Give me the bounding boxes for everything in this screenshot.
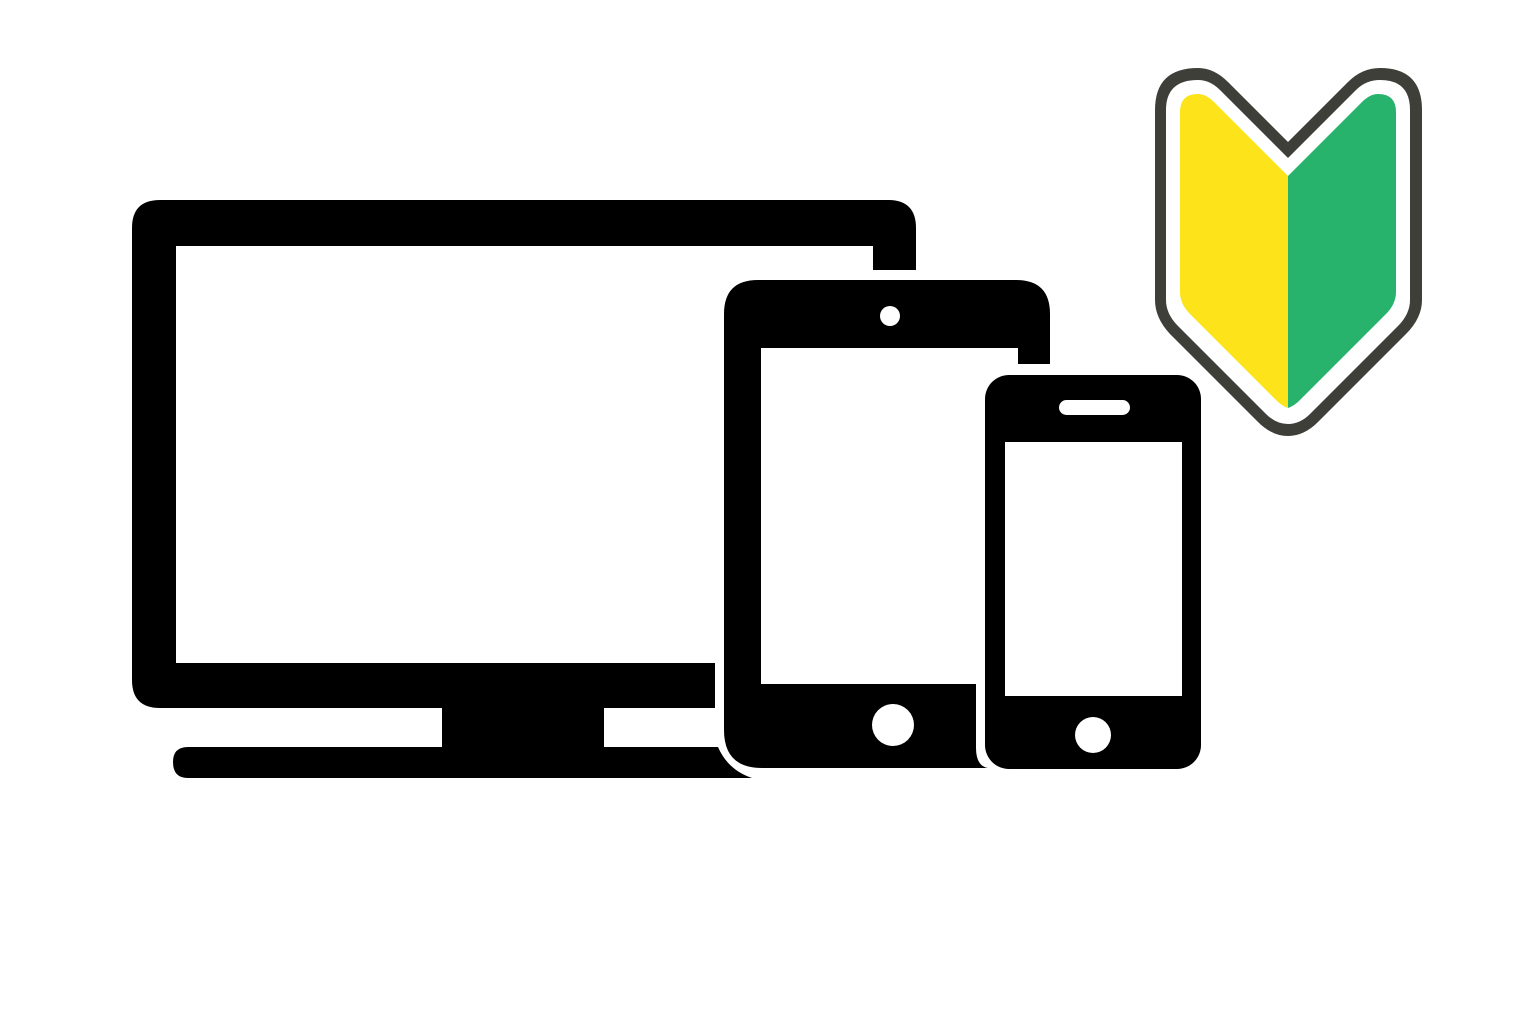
- desktop-monitor-icon: [132, 200, 916, 778]
- tablet-body: [724, 280, 1050, 768]
- beginner-driver-mark-icon: [1155, 68, 1422, 436]
- monitor-stand-neck: [442, 700, 604, 750]
- mark-yellow-half: [1180, 94, 1288, 408]
- mark-green-half: [1288, 94, 1396, 408]
- smartphone-home-button: [1075, 717, 1111, 753]
- tablet-camera: [880, 306, 900, 326]
- tablet-icon: [724, 280, 1050, 768]
- smartphone-screen: [1005, 442, 1182, 696]
- smartphone-speaker: [1059, 400, 1130, 415]
- smartphone-icon: [985, 375, 1201, 769]
- monitor-frame: [132, 200, 916, 708]
- monitor-stand-base: [173, 747, 752, 778]
- tablet-home-button: [872, 704, 914, 746]
